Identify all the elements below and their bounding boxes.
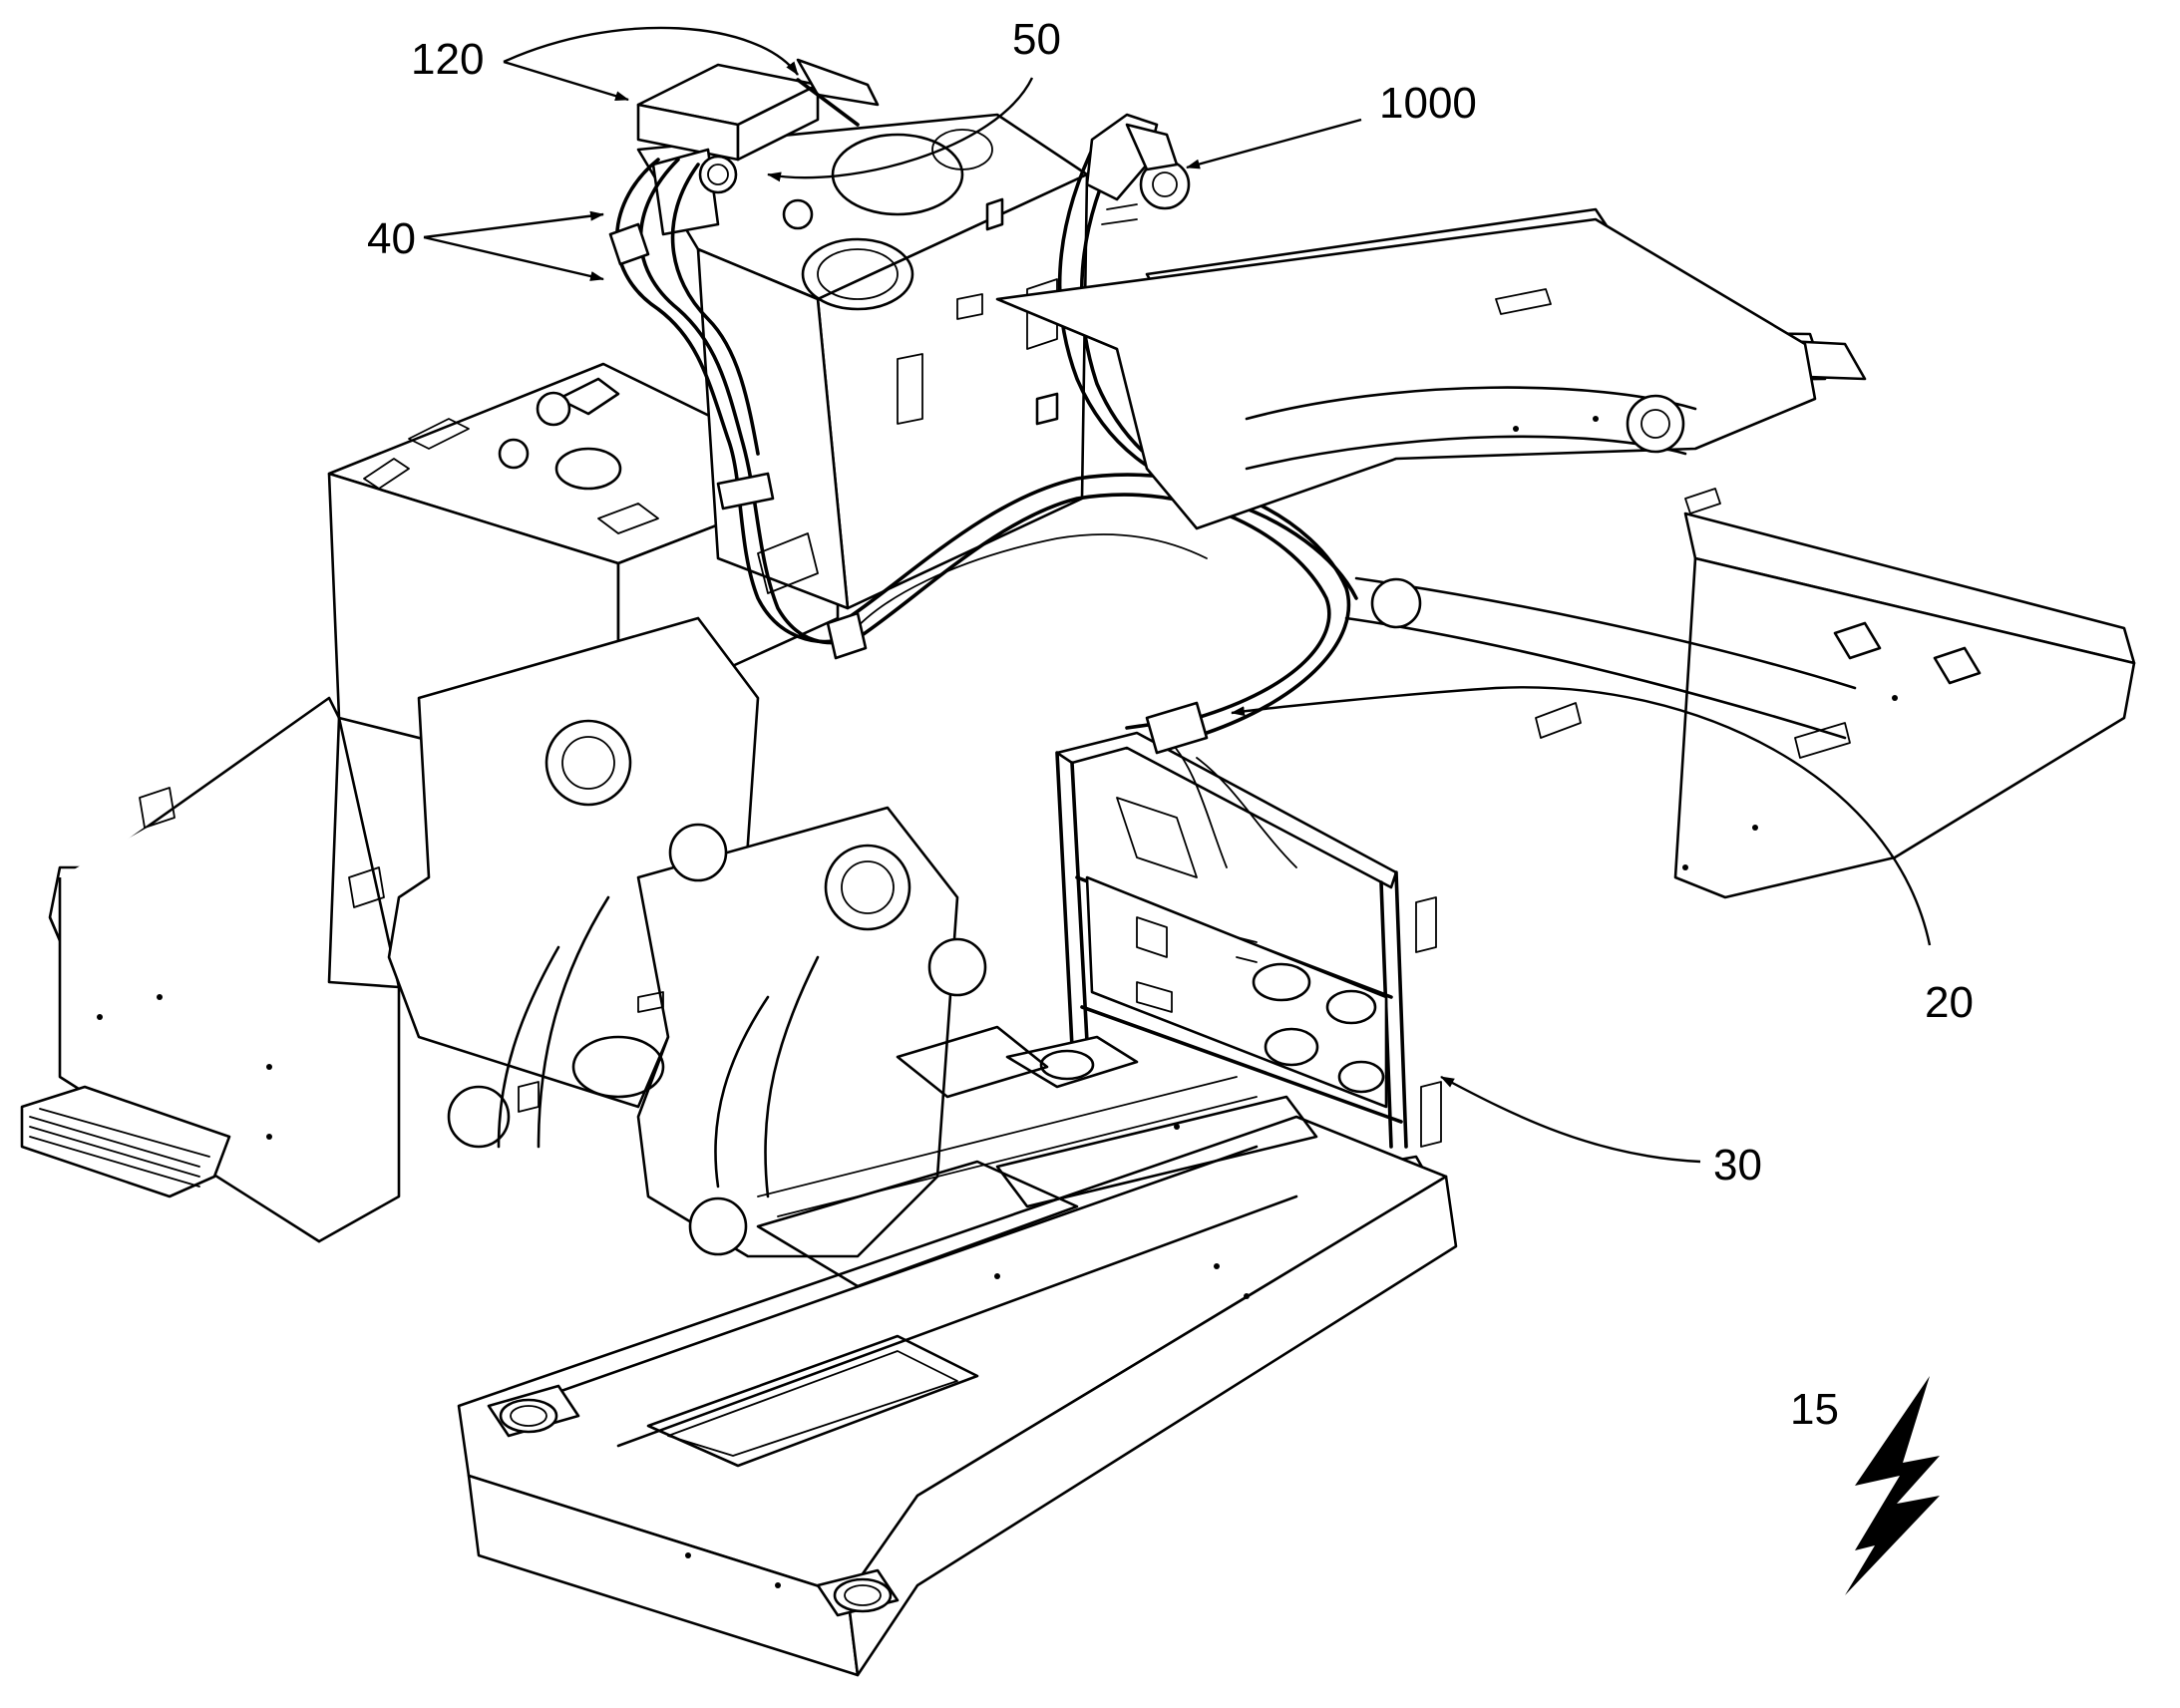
reference-labels: 120 50 1000 40 20 30 15 xyxy=(367,15,1974,1434)
ref-label-30: 30 xyxy=(1713,1141,1762,1190)
valve-assembly xyxy=(1085,113,1191,225)
lower-platform xyxy=(457,1025,1458,1677)
ref-label-1000: 1000 xyxy=(1379,79,1477,128)
ref-label-15: 15 xyxy=(1790,1385,1839,1434)
ref-label-20: 20 xyxy=(1925,978,1974,1027)
control-panel-frame xyxy=(1005,701,1442,1213)
ref-label-120: 120 xyxy=(411,35,484,84)
main-frame xyxy=(995,207,2136,899)
lightning-arrow-icon xyxy=(1845,1376,1940,1595)
leader-lines xyxy=(423,26,1932,1164)
ref-label-40: 40 xyxy=(367,214,416,263)
boom-mount-plates xyxy=(387,616,987,1258)
ref-label-50: 50 xyxy=(1012,15,1061,64)
